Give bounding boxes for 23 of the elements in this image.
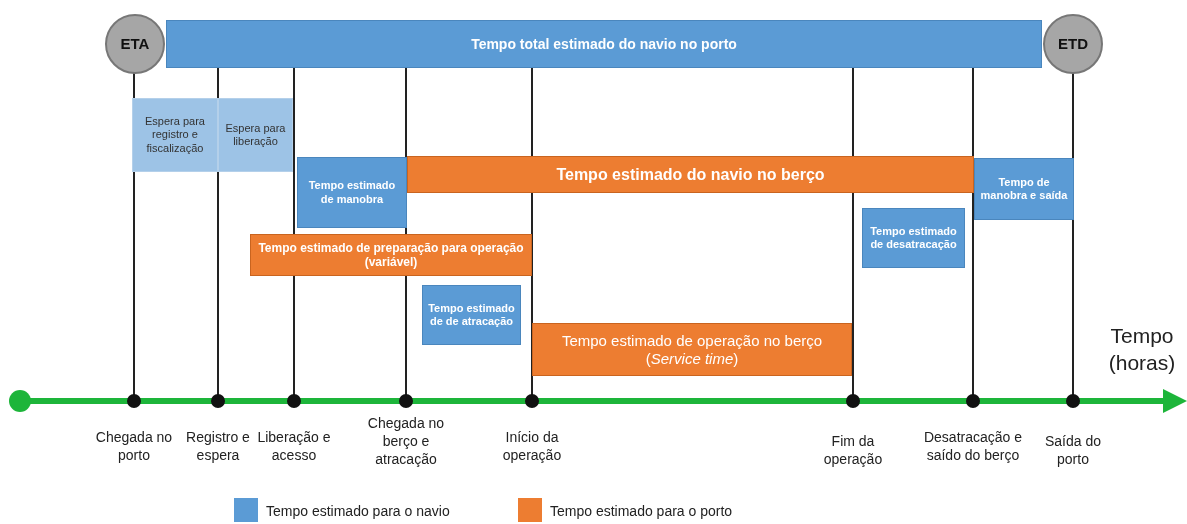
- time-bar: Tempo estimado de operação no berço (Service time): [532, 323, 852, 376]
- time-bar: Tempo total estimado do navio no porto: [166, 20, 1042, 68]
- event-label: Fim da operação: [822, 432, 884, 469]
- time-bar: Tempo estimado de preparação para operação (variável): [250, 234, 532, 276]
- waiting-time-bar: Espera para registro e fiscalização: [132, 98, 218, 172]
- legend-label: Tempo estimado para o navio: [266, 502, 450, 521]
- event-label: Liberação e acesso: [256, 428, 332, 465]
- legend-label: Tempo estimado para o porto: [550, 502, 733, 521]
- event-label: Chegada no porto: [94, 428, 174, 465]
- event-label: Saída do porto: [1043, 432, 1103, 469]
- event-label: Chegada no berço e atracação: [366, 414, 446, 469]
- event-label: Registro e espera: [185, 428, 251, 465]
- milestone-circle: ETA: [105, 14, 165, 74]
- time-bar: Tempo estimado de manobra: [297, 157, 407, 228]
- event-label: Desatracação e saído do berço: [922, 428, 1024, 465]
- event-label: Início da operação: [501, 428, 563, 465]
- waiting-time-bar: Espera para liberação: [218, 98, 293, 172]
- time-bar: Tempo estimado de desatracação: [862, 208, 965, 268]
- axis-title: Tempo (horas): [1107, 323, 1177, 377]
- time-bar: Tempo estimado do navio no berço: [407, 156, 974, 193]
- milestone-circle: ETD: [1043, 14, 1103, 74]
- time-bar: Tempo estimado de de atracação: [422, 285, 521, 345]
- time-bar: Tempo de manobra e saída: [974, 158, 1074, 220]
